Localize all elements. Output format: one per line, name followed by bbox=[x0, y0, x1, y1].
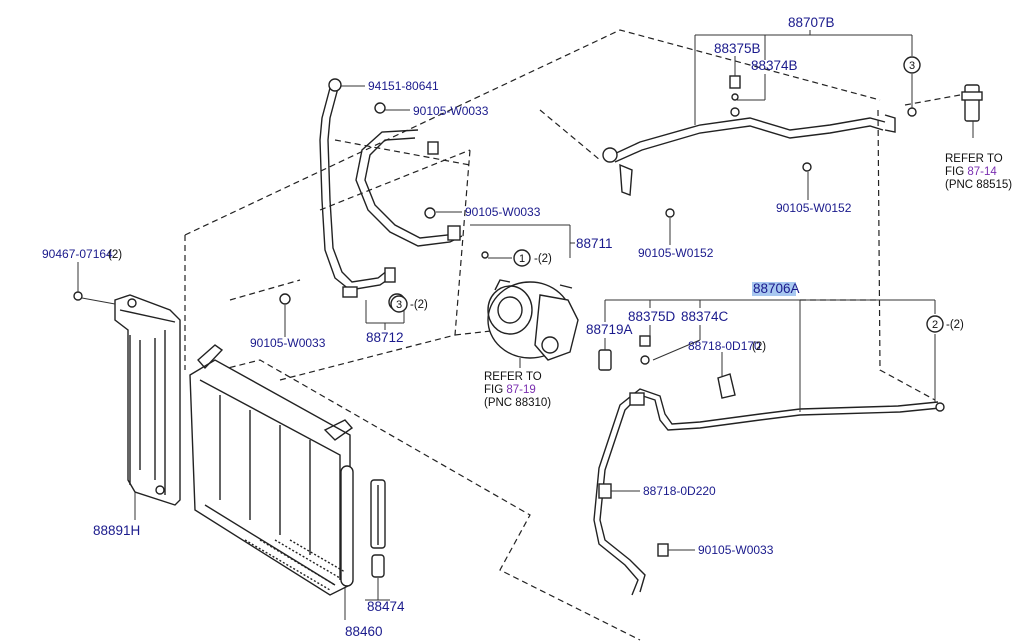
circled-ref-1 bbox=[513, 249, 531, 267]
reference-note-expansion-valve: REFER TO FIG 87-14 (PNC 88515) bbox=[945, 153, 1012, 191]
ref-valve-line2: FIG 87-14 bbox=[945, 166, 997, 178]
part-labels: 88707B 88375B 88374B 94151-80641 90105-W… bbox=[42, 15, 964, 639]
circled-ref-3-tube bbox=[903, 56, 921, 74]
reference-note-compressor: REFER TO FIG 87-19 (PNC 88310) bbox=[484, 371, 551, 409]
label-88375B[interactable]: 88375B bbox=[714, 41, 761, 56]
label-88374C[interactable]: 88374C bbox=[681, 309, 729, 324]
qty-88718-0D170: (2) bbox=[752, 341, 766, 353]
label-88718-0D220[interactable]: 88718-0D220 bbox=[643, 484, 716, 498]
qty-88712: -(2) bbox=[410, 299, 428, 311]
label-88891H[interactable]: 88891H bbox=[93, 523, 140, 538]
tube-88707B bbox=[602, 75, 983, 218]
ref-compressor-line1: REFER TO bbox=[484, 371, 542, 383]
drier-88474 bbox=[365, 479, 390, 601]
label-90105-W0033-left[interactable]: 90105-W0033 bbox=[250, 336, 326, 350]
label-88711[interactable]: 88711 bbox=[576, 236, 613, 251]
circled-ref-2-label: 2 bbox=[932, 319, 938, 331]
leader-lines bbox=[77, 30, 936, 551]
ref-compressor-line2: FIG 87-19 bbox=[484, 384, 536, 396]
circled-ref-2 bbox=[926, 315, 944, 333]
label-88707B[interactable]: 88707B bbox=[788, 15, 835, 30]
label-88375D[interactable]: 88375D bbox=[628, 309, 676, 324]
qty-88711: -(2) bbox=[534, 253, 552, 265]
ref-compressor-fig-link[interactable]: 87-19 bbox=[506, 384, 535, 396]
label-88374B[interactable]: 88374B bbox=[751, 58, 798, 73]
ref-valve-line1: REFER TO bbox=[945, 153, 1003, 165]
tube-88706A bbox=[593, 335, 945, 596]
label-90105-W0152-a[interactable]: 90105-W0152 bbox=[638, 246, 714, 260]
label-88474[interactable]: 88474 bbox=[367, 599, 405, 614]
ref-compressor-line3: (PNC 88310) bbox=[484, 397, 551, 409]
qty-90467: (2) bbox=[108, 249, 122, 261]
label-88712[interactable]: 88712 bbox=[366, 330, 404, 345]
label-90105-W0033-bottom[interactable]: 90105-W0033 bbox=[698, 543, 774, 557]
dashed-assembly-lines bbox=[184, 29, 961, 641]
circled-ref-3-tube-label: 3 bbox=[909, 60, 915, 72]
label-90105-W0033-mid[interactable]: 90105-W0033 bbox=[465, 205, 541, 219]
radiator-shroud-88891H bbox=[73, 291, 181, 520]
circled-refs: 1 2 3 3 bbox=[390, 56, 944, 333]
hoses-88711-88712 bbox=[279, 78, 489, 311]
label-88718-0D170[interactable]: 88718-0D170 bbox=[688, 339, 761, 353]
label-88460[interactable]: 88460 bbox=[345, 624, 383, 639]
circled-ref-1-label: 1 bbox=[519, 253, 525, 265]
ref-valve-fig-link[interactable]: 87-14 bbox=[967, 166, 997, 178]
label-90105-W0033-top[interactable]: 90105-W0033 bbox=[413, 104, 489, 118]
qty-88706A: -(2) bbox=[946, 319, 964, 331]
compressor bbox=[487, 279, 579, 368]
condenser-88460 bbox=[189, 344, 354, 620]
label-88706A[interactable]: 88706A bbox=[753, 281, 800, 296]
label-88719A[interactable]: 88719A bbox=[586, 322, 633, 337]
highlight-88706A bbox=[752, 282, 796, 296]
circled-ref-3-hose bbox=[390, 295, 408, 313]
circled-ref-3-hose-label: 3 bbox=[396, 299, 402, 311]
ref-valve-line3: (PNC 88515) bbox=[945, 179, 1012, 191]
label-94151-80641[interactable]: 94151-80641 bbox=[368, 79, 439, 93]
label-90105-W0152-b[interactable]: 90105-W0152 bbox=[776, 201, 852, 215]
label-90467-07164[interactable]: 90467-07164 bbox=[42, 247, 113, 261]
